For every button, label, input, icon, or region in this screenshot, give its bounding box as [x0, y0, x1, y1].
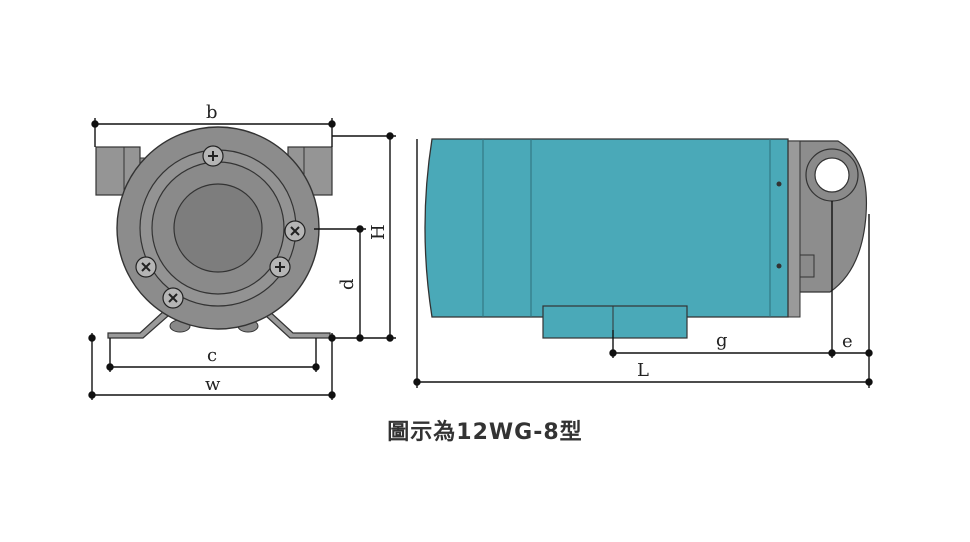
- dim-label-c: c: [207, 345, 217, 366]
- dim-label-L: L: [637, 360, 649, 381]
- front-dimensions: [88, 118, 396, 400]
- dim-label-e: e: [842, 331, 853, 352]
- motor-foot: [542, 305, 688, 339]
- screw-icon: [284, 220, 306, 242]
- dim-label-w: w: [205, 374, 221, 395]
- pump-center-hub: [173, 183, 263, 273]
- screw-icon: [202, 145, 224, 167]
- dim-label-d: d: [337, 278, 358, 290]
- dim-label-b: b: [206, 102, 218, 123]
- side-view: [424, 138, 868, 339]
- motor-bolt-icon: [776, 263, 782, 269]
- screw-icon: [135, 256, 157, 278]
- screw-icon: [269, 256, 291, 278]
- dim-label-H: H: [368, 224, 389, 240]
- side-dimensions: [413, 139, 873, 388]
- screw-icon: [162, 287, 184, 309]
- motor-bolt-icon: [776, 181, 782, 187]
- front-view: [95, 126, 333, 339]
- diagram-caption: 圖示為12WG-8型: [387, 420, 583, 445]
- dim-label-g: g: [716, 330, 728, 351]
- motor-body: [424, 138, 789, 318]
